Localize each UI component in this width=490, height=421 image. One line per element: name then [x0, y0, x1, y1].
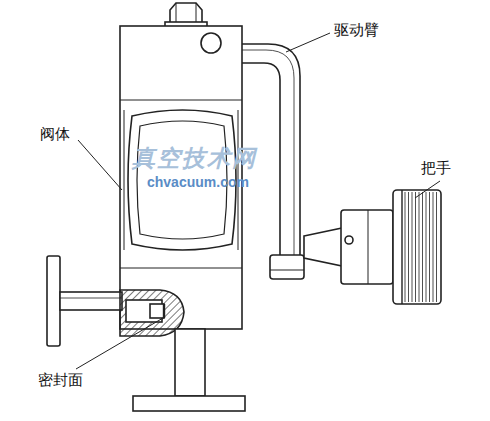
- top-nut: [170, 3, 202, 24]
- knurl-stroke: [408, 192, 409, 302]
- bottom-flange: [133, 396, 245, 411]
- leader-line: [78, 140, 122, 190]
- part-label: 驱动臂: [334, 22, 379, 39]
- body-line: [120, 268, 242, 269]
- nut-edge: [176, 3, 177, 24]
- seal-face: [163, 304, 165, 318]
- body-hole: [201, 33, 221, 53]
- watermark: chvacuum.com: [147, 175, 249, 190]
- knurl-stroke: [429, 192, 430, 302]
- arm-end: [270, 255, 304, 279]
- part-label: 密封面: [38, 372, 83, 389]
- knurl-stroke: [415, 192, 416, 302]
- leader-line: [286, 33, 330, 52]
- bottom-stem: [175, 329, 205, 396]
- leader-line: [415, 181, 440, 198]
- knurl-stroke: [419, 192, 420, 302]
- wheel-rim: [401, 190, 402, 304]
- knurled-wheel: [393, 190, 441, 304]
- arm-end-line: [270, 270, 304, 271]
- leader-line: [76, 318, 163, 369]
- watermark: 真空技术网: [132, 145, 257, 170]
- drawing-part: [47, 3, 441, 411]
- handle-cone: [304, 228, 342, 266]
- body-edge: [124, 110, 125, 250]
- handle-line: [368, 210, 369, 284]
- knurl-stroke: [433, 192, 434, 302]
- knurl-stroke: [436, 192, 437, 302]
- side-handwheel: [47, 256, 60, 346]
- body-line: [120, 100, 242, 101]
- knurl-stroke: [412, 192, 413, 302]
- knurl-stroke: [422, 192, 423, 302]
- handle-screw: [345, 236, 353, 244]
- valve-disc: [150, 304, 164, 318]
- handle-body: [341, 210, 393, 284]
- part-label: 阀体: [40, 126, 70, 143]
- knurl-stroke: [426, 192, 427, 302]
- knurl-stroke: [405, 192, 406, 302]
- rod-line: [60, 298, 122, 299]
- part-label: 把手: [421, 160, 451, 177]
- knurling: [402, 190, 437, 304]
- side-rod: [60, 292, 122, 310]
- nut-edge: [196, 3, 197, 24]
